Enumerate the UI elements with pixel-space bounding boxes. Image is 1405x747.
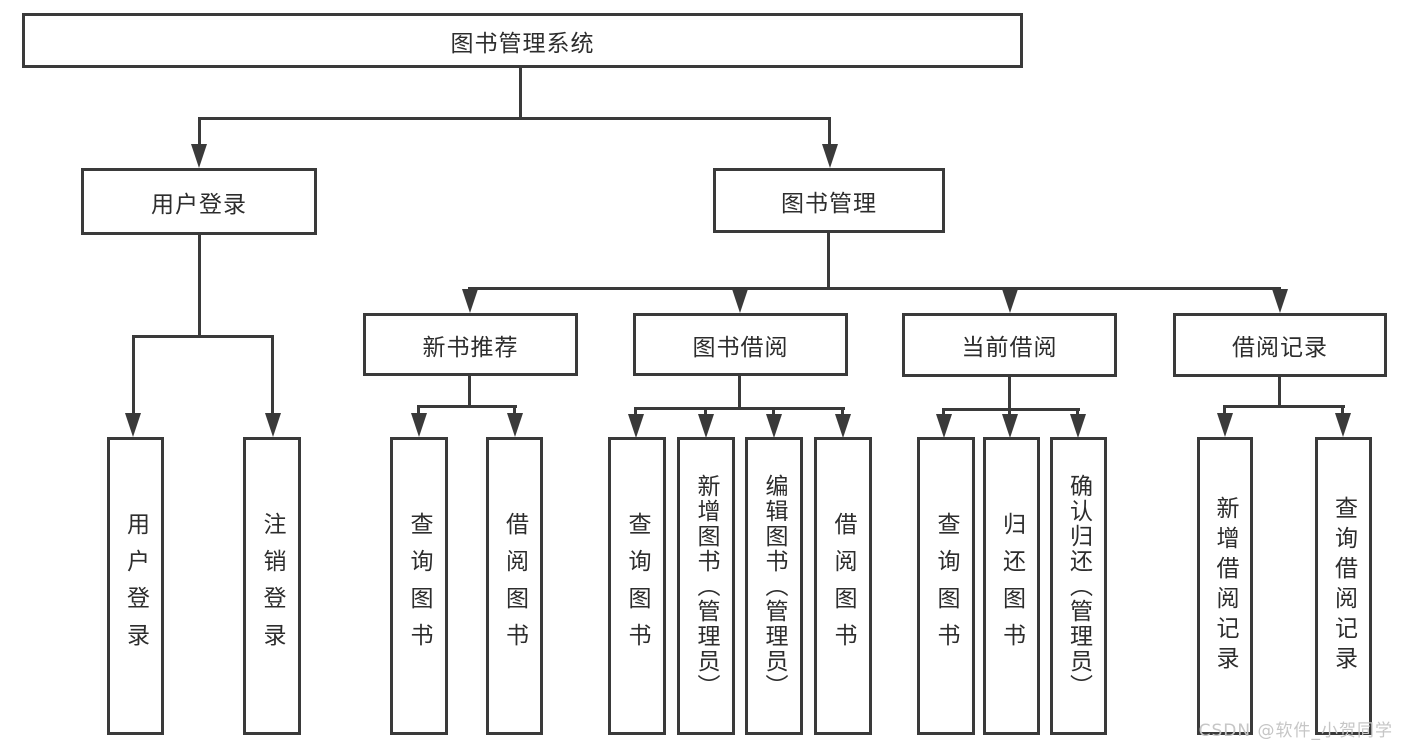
node-label: 当前借阅	[961, 335, 1058, 361]
arrowhead-icon	[411, 413, 427, 437]
node-user-login: 用户登录	[81, 168, 317, 235]
leaf-return-book: 归还图书	[983, 437, 1040, 735]
leaf-label: 借阅图书	[501, 512, 528, 660]
connector-newbook-drop-1	[417, 405, 420, 419]
leaf-borrow-books: 借阅图书	[814, 437, 872, 735]
leaf-query-books-borrow: 查询图书	[608, 437, 666, 735]
node-label: 图书管理	[781, 190, 877, 217]
leaf-query-books-recommend: 查询图书	[390, 437, 448, 735]
leaf-user-login: 用户登录	[107, 437, 164, 735]
arrowhead-icon	[265, 413, 281, 437]
arrowhead-icon	[1070, 414, 1086, 438]
connector-newbook-stem	[468, 376, 471, 405]
connector-bookborrow-drop-2	[704, 407, 707, 420]
leaf-label: 编辑图书（管理员）	[761, 473, 787, 699]
connector-bookborrow-rail	[634, 407, 845, 410]
arrowhead-icon	[1335, 413, 1351, 437]
leaf-label: 新增图书（管理员）	[693, 473, 719, 699]
arrowhead-icon	[698, 414, 714, 438]
node-current-borrow: 当前借阅	[902, 313, 1117, 377]
arrowhead-icon	[822, 144, 838, 168]
leaf-edit-book-admin: 编辑图书（管理员）	[745, 437, 803, 735]
connector-borrowrecord-drop-2	[1341, 405, 1344, 419]
connector-newbook-drop-2	[513, 405, 516, 419]
connector-bookmgmt-stem	[827, 232, 830, 287]
connector-newbook-rail	[417, 405, 517, 408]
connector-root-stem	[519, 68, 522, 117]
node-label: 借阅记录	[1232, 335, 1328, 361]
connector-borrowrecord-drop-1	[1223, 405, 1226, 419]
leaf-query-books-current: 查询图书	[917, 437, 975, 735]
arrowhead-icon	[507, 413, 523, 437]
leaf-label: 归还图书	[998, 512, 1025, 660]
leaf-query-borrow-record: 查询借阅记录	[1315, 437, 1372, 735]
arrowhead-icon	[462, 289, 478, 313]
connector-borrowrecord-rail	[1223, 405, 1345, 408]
connector-root-rail	[198, 117, 831, 120]
connector-bookborrow-stem	[738, 376, 741, 407]
node-label: 图书借阅	[692, 334, 789, 361]
connector-root-drop-left	[198, 117, 201, 150]
connector-root-drop-right	[828, 117, 831, 150]
leaf-borrow-books-recommend: 借阅图书	[486, 437, 543, 735]
connector-bookborrow-drop-4	[841, 407, 844, 420]
connector-userlogin-rail	[132, 335, 274, 338]
node-label: 新书推荐	[422, 334, 519, 361]
connector-userlogin-stem	[198, 234, 201, 335]
arrowhead-icon	[766, 414, 782, 438]
arrowhead-icon	[125, 413, 141, 437]
leaf-label: 注销登录	[259, 512, 285, 660]
leaf-label: 查询图书	[406, 512, 432, 660]
leaf-label: 用户登录	[122, 512, 149, 660]
connector-currentborrow-rail	[942, 408, 1080, 411]
node-label: 用户登录	[151, 191, 247, 218]
node-library-management-system: 图书管理系统	[22, 13, 1023, 68]
leaf-label: 查询借阅记录	[1330, 496, 1357, 676]
arrowhead-icon	[1002, 289, 1018, 313]
arrowhead-icon	[835, 414, 851, 438]
arrowhead-icon	[1002, 414, 1018, 438]
leaf-label: 新增借阅记录	[1212, 496, 1238, 676]
node-book-borrow: 图书借阅	[633, 313, 848, 376]
arrowhead-icon	[1217, 413, 1233, 437]
connector-borrowrecord-stem	[1278, 376, 1281, 405]
connector-bookborrow-drop-1	[634, 407, 637, 420]
connector-bookmgmt-rail	[468, 287, 1281, 290]
leaf-logout: 注销登录	[243, 437, 301, 735]
arrowhead-icon	[628, 414, 644, 438]
leaf-label: 借阅图书	[830, 512, 856, 660]
arrowhead-icon	[732, 289, 748, 313]
node-new-book-recommend: 新书推荐	[363, 313, 578, 376]
arrowhead-icon	[1272, 289, 1288, 313]
csdn-watermark: CSDN @软件_小贺同学	[1198, 721, 1393, 741]
leaf-label: 查询图书	[933, 512, 959, 660]
leaf-label: 确认归还（管理员）	[1065, 473, 1092, 699]
leaf-add-book-admin: 新增图书（管理员）	[677, 437, 735, 735]
connector-userlogin-drop-1	[132, 335, 135, 419]
connector-bookborrow-drop-3	[772, 407, 775, 420]
leaf-confirm-return-admin: 确认归还（管理员）	[1050, 437, 1107, 735]
arrowhead-icon	[191, 144, 207, 168]
connector-currentborrow-stem	[1008, 376, 1011, 408]
leaf-label: 查询图书	[624, 512, 650, 660]
arrowhead-icon	[936, 414, 952, 438]
node-label: 图书管理系统	[450, 30, 595, 57]
connector-userlogin-drop-2	[271, 335, 274, 419]
node-borrow-record: 借阅记录	[1173, 313, 1387, 377]
node-book-management: 图书管理	[713, 168, 945, 233]
leaf-add-borrow-record: 新增借阅记录	[1197, 437, 1253, 735]
